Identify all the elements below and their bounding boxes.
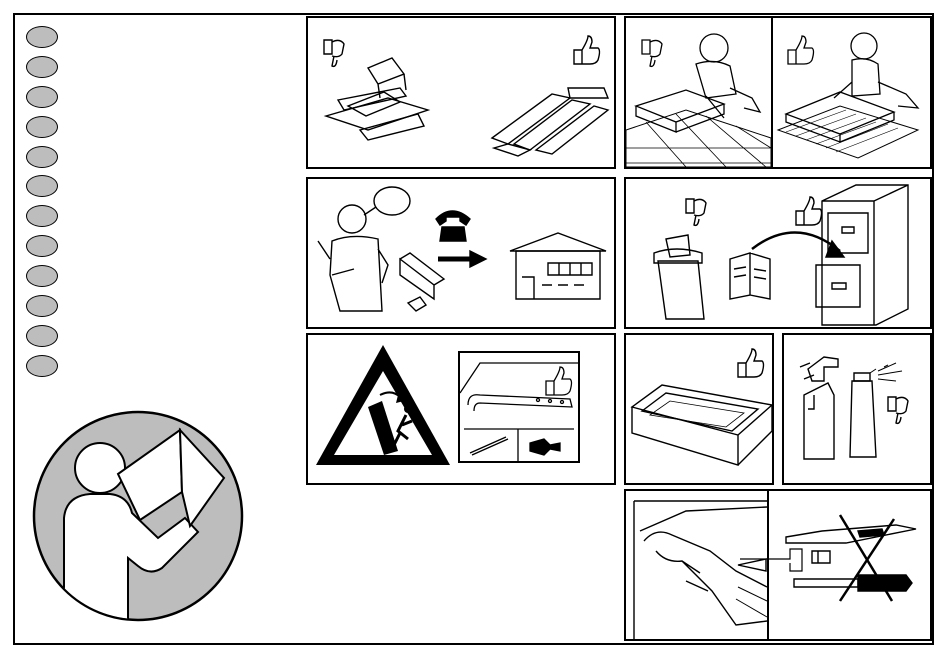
panel-keep-manual-in-file	[624, 177, 932, 329]
thumbs-up-icon	[788, 36, 814, 64]
panel-damaged-parts-call-store	[306, 177, 616, 329]
wall-anchor-detail	[458, 351, 580, 463]
bullet-4	[26, 116, 58, 138]
panel-do-not-store-in-damp	[624, 333, 774, 485]
bullet-2	[26, 56, 58, 78]
panel-unpack-on-floor	[306, 16, 616, 169]
file-manual-illustration	[626, 179, 930, 327]
assemble-illustration	[626, 18, 930, 167]
bullet-9	[26, 265, 58, 287]
bullet-5	[26, 146, 58, 168]
unpack-illustration	[308, 18, 614, 167]
bullet-6	[26, 175, 58, 197]
call-store-illustration	[308, 179, 614, 327]
thumbs-up-icon	[546, 367, 572, 395]
bullet-3	[26, 86, 58, 108]
bullet-10	[26, 295, 58, 317]
person-reading-manual-icon	[30, 408, 246, 624]
bullet-8	[26, 235, 58, 257]
thumbs-down-icon	[686, 199, 706, 225]
thumbs-up-icon	[738, 349, 764, 377]
bullet-11	[26, 325, 58, 347]
thumbs-up-icon	[574, 36, 600, 64]
bullet-12	[26, 355, 58, 377]
thumbs-up-icon	[796, 197, 822, 225]
wall-bracket-illustration	[460, 353, 578, 461]
telephone-icon	[436, 211, 470, 241]
panel-cleaning-agents	[782, 333, 932, 485]
panel-wall-anchor-warning	[306, 333, 616, 485]
bullet-1	[26, 26, 58, 48]
thumbs-down-icon	[642, 40, 662, 66]
cleaning-products-illustration	[784, 335, 930, 483]
panel-do-not-use-knife-to-open	[624, 489, 932, 641]
drawer-illustration	[626, 335, 772, 483]
bullet-7	[26, 205, 58, 227]
panel-assemble-on-soft-surface	[624, 16, 932, 169]
thumbs-down-icon	[888, 397, 908, 423]
thumbs-down-icon	[324, 40, 344, 66]
open-by-hand-illustration	[626, 491, 930, 639]
